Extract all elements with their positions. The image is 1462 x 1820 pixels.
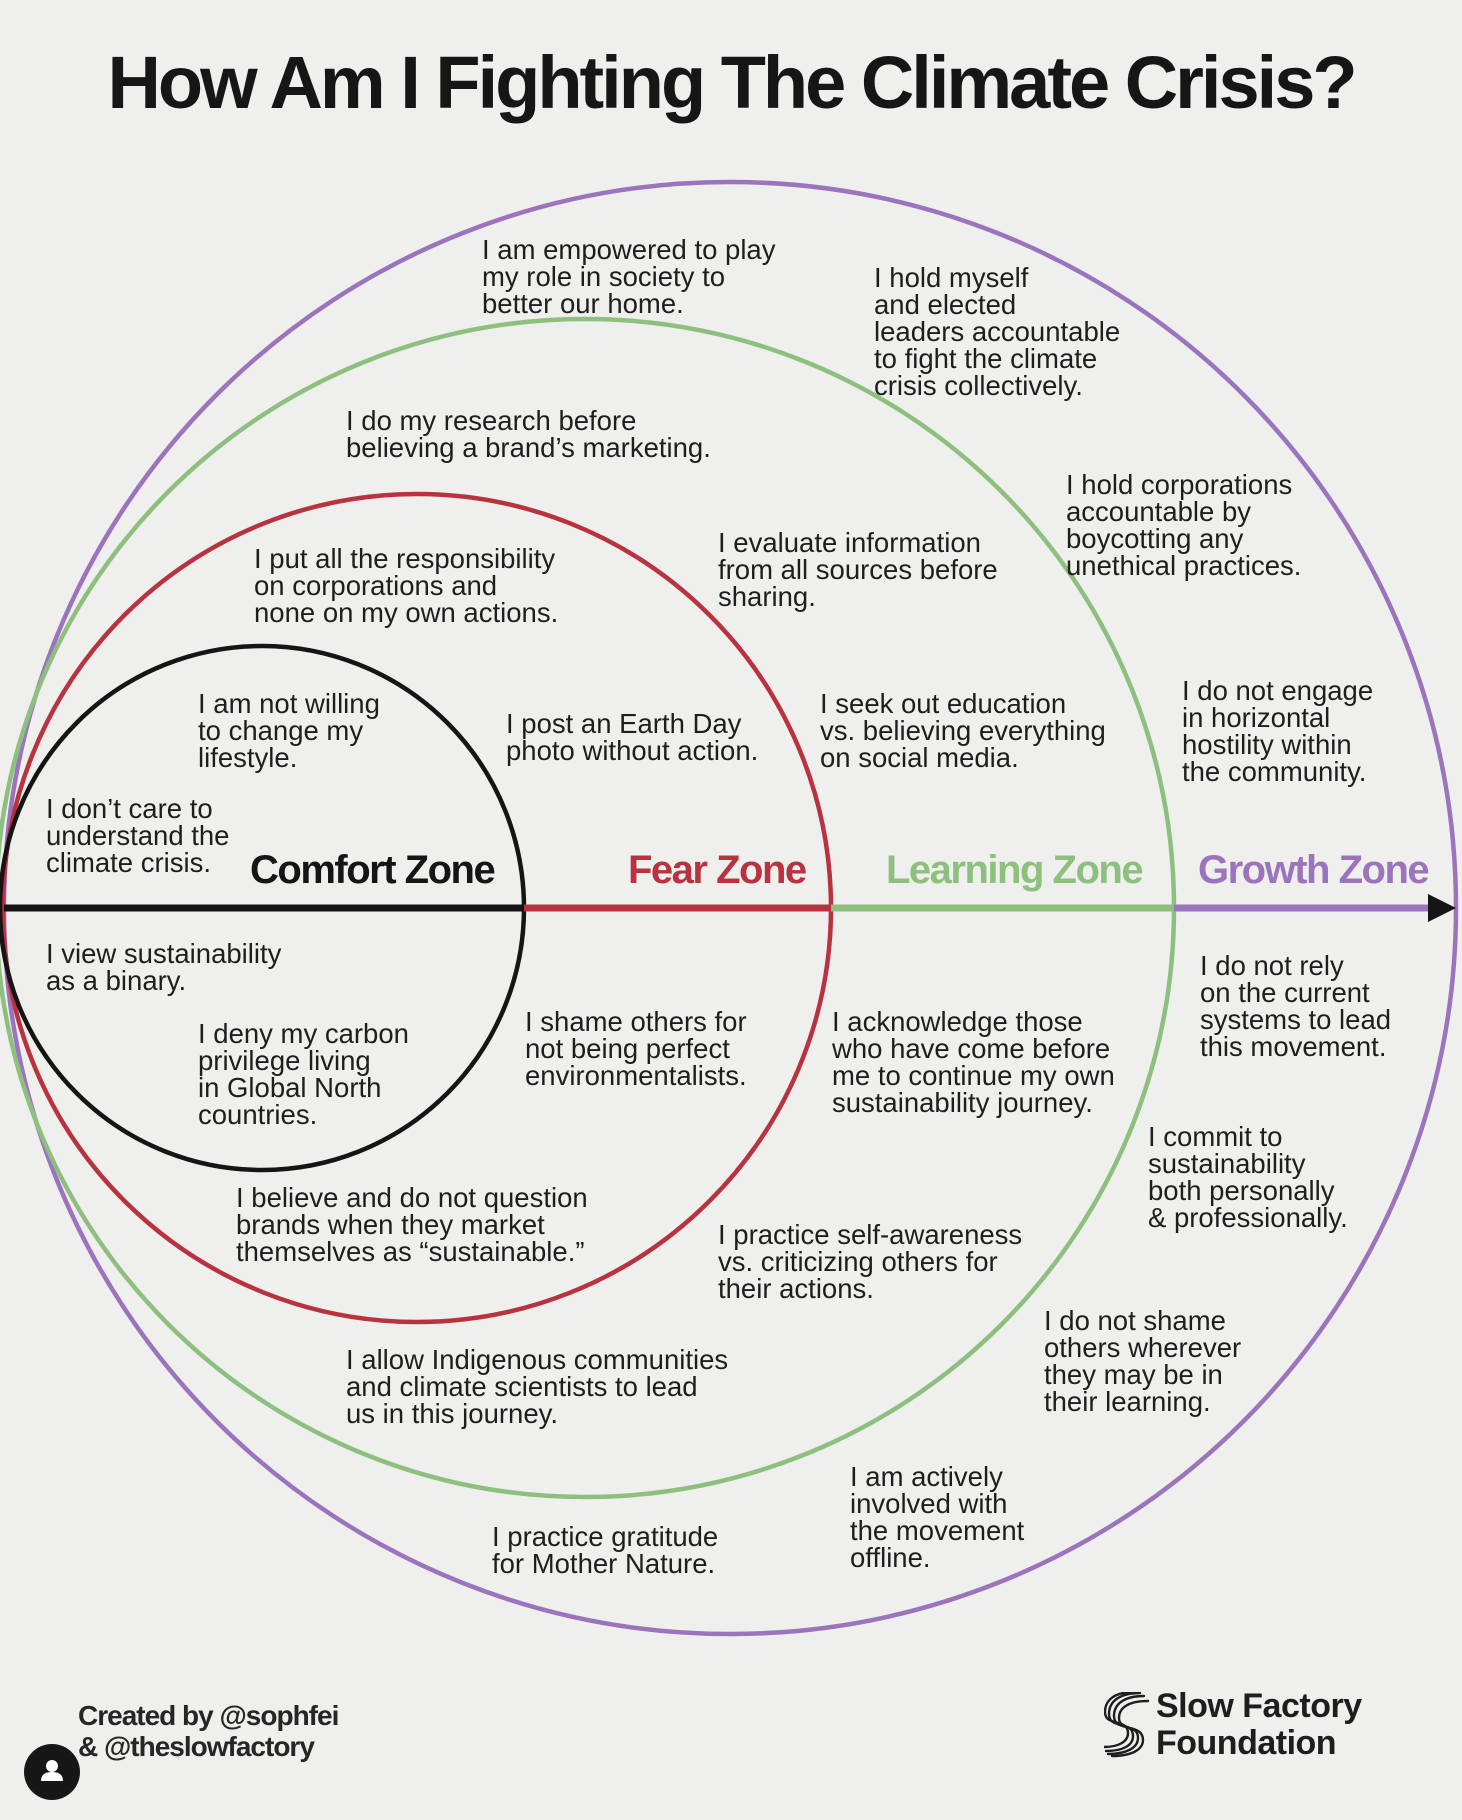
growth-statement: I do not shame others wherever they may … (1044, 1305, 1242, 1417)
user-avatar-icon (41, 1760, 63, 1781)
learning-zone-label: Learning Zone (886, 848, 1144, 892)
fear-statement: I put all the responsibility on corporat… (254, 543, 559, 628)
learning-statement: I seek out education vs. believing every… (820, 688, 1106, 773)
learning-statement: I practice self-awareness vs. criticizin… (718, 1219, 1023, 1304)
learning-statement: I do my research before believing a bran… (346, 405, 711, 463)
learning-statement: I acknowledge those who have come before… (832, 1006, 1115, 1118)
comfort-statement: I deny my carbon privilege living in Glo… (198, 1018, 409, 1130)
axis-arrowhead-icon (1428, 894, 1456, 922)
comfort-statement: I view sustainability as a binary. (46, 938, 282, 996)
slow-factory-logo-icon (1104, 1692, 1150, 1758)
growth-statement: I am empowered to play my role in societ… (482, 234, 776, 319)
credit-line: & @theslowfactory (78, 1731, 315, 1762)
credit-text: Created by @sophfei & @theslowfactory (78, 1700, 339, 1762)
avatar[interactable] (24, 1744, 80, 1800)
comfort-statement: I don’t care to understand the climate c… (46, 793, 230, 878)
growth-statement: I commit to sustainability both personal… (1148, 1121, 1348, 1233)
learning-statement: I evaluate information from all sources … (718, 527, 998, 612)
comfort-zone-label: Comfort Zone (250, 848, 496, 892)
growth-zone-label: Growth Zone (1198, 848, 1430, 892)
growth-statement: I do not rely on the current systems to … (1200, 950, 1392, 1062)
comfort-statement: I am not willing to change my lifestyle. (198, 688, 380, 773)
credit-line: Created by @sophfei (78, 1700, 339, 1731)
fear-statement: I post an Earth Day photo without action… (506, 708, 759, 766)
fear-zone-label: Fear Zone (628, 848, 807, 892)
growth-statement: I hold myself and elected leaders accoun… (874, 262, 1121, 401)
diagram-title: How Am I Fighting The Climate Crisis? (107, 41, 1357, 124)
brand-block: Slow Factory Foundation (1104, 1688, 1444, 1768)
learning-statement: I allow Indigenous communities and clima… (346, 1344, 729, 1429)
growth-statement: I hold corporations accountable by boyco… (1066, 469, 1302, 581)
growth-statement: I practice gratitude for Mother Nature. (492, 1521, 719, 1579)
growth-statement: I do not engage in horizontal hostility … (1182, 675, 1374, 787)
fear-statement: I believe and do not question brands whe… (236, 1182, 588, 1267)
growth-statement: I am actively involved with the movement… (850, 1461, 1025, 1573)
brand-name: Slow Factory Foundation (1156, 1687, 1362, 1762)
fear-statement: I shame others for not being perfect env… (525, 1006, 747, 1091)
